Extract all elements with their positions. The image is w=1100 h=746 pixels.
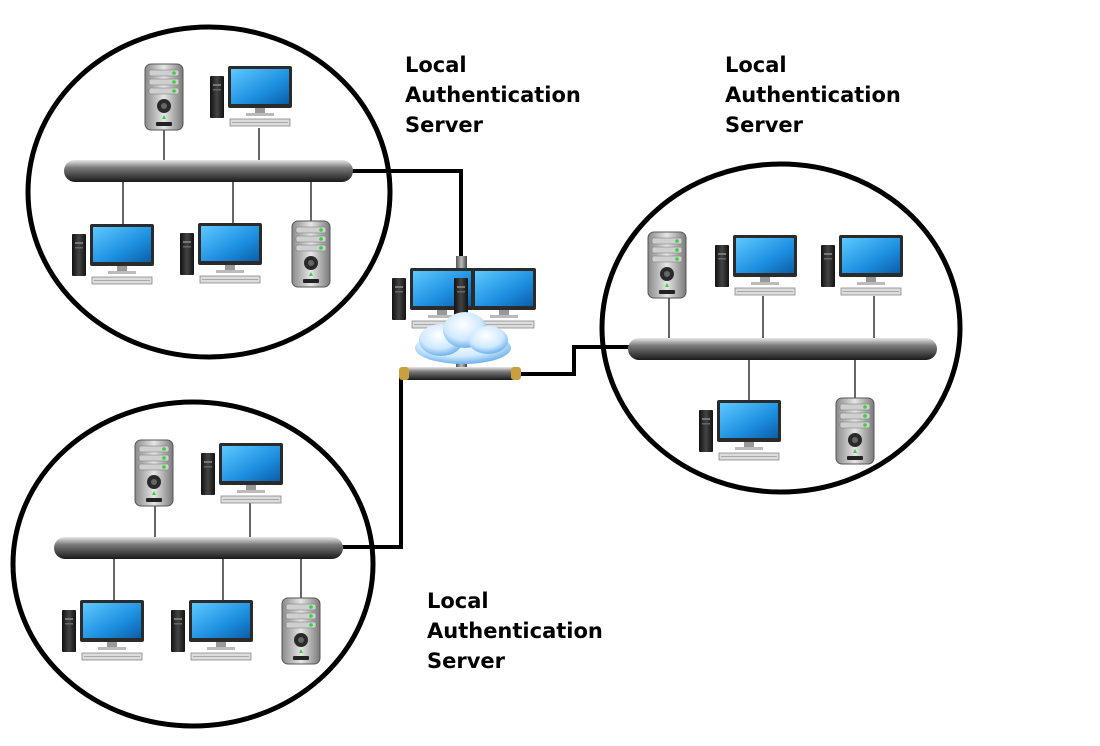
desktop-computer-icon	[61, 599, 145, 661]
network-bottom-left	[54, 439, 343, 665]
desktop-computer-icon	[209, 65, 293, 127]
link-hub-to-right	[518, 345, 630, 376]
desktop-computer-icon	[698, 399, 782, 461]
server-icon	[134, 439, 174, 507]
bus-bottom-left	[54, 537, 343, 559]
server-icon	[291, 220, 331, 288]
desktop-computer-icon	[71, 223, 155, 285]
desktop-computer-icon	[170, 599, 254, 661]
bus-top-left	[64, 160, 353, 182]
desktop-computer-icon	[820, 234, 904, 296]
label-bottom-left: Local Authentication Server	[427, 589, 603, 673]
cloud-icon	[415, 312, 511, 364]
label-top-left: Local Authentication Server	[405, 53, 581, 137]
server-icon	[281, 597, 321, 665]
link-top-left-to-hub	[350, 169, 463, 258]
server-icon	[144, 63, 184, 131]
desktop-computer-icon	[200, 442, 284, 504]
network-top-left	[64, 63, 353, 288]
network-right-circle	[599, 161, 963, 495]
network-right	[628, 231, 937, 465]
network-bottom-left-circle	[10, 399, 376, 729]
hub-bus	[399, 367, 521, 380]
desktop-computer-icon	[179, 222, 263, 284]
server-icon	[647, 231, 687, 299]
network-top-left-circle	[25, 24, 393, 360]
desktop-computer-icon	[714, 234, 798, 296]
server-icon	[835, 397, 875, 465]
link-bottom-left-to-hub	[340, 374, 404, 549]
label-top-right: Local Authentication Server	[725, 53, 901, 137]
central-hub	[391, 256, 537, 380]
bus-right	[628, 338, 937, 360]
